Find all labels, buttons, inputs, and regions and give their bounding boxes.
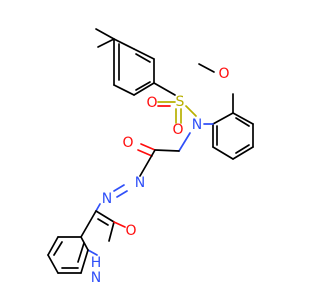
azo-indole-bond <box>95 203 101 212</box>
sulfonyl-oxygen-left-label: O <box>146 95 157 111</box>
s-n-bond <box>185 105 197 117</box>
sulfonyl-oxygen-bottom-label: O <box>172 122 183 138</box>
sulfonamide-nitrogen-label: N <box>192 117 202 133</box>
hydroxy-oxygen-label: O <box>125 223 136 239</box>
n-ch2-bond <box>178 132 191 152</box>
methoxy-oxygen-label: O <box>218 66 229 82</box>
hydroxy-bond <box>113 221 126 228</box>
carbonyl-double-bond <box>140 143 156 151</box>
indole-hydrogen-label: H <box>91 255 102 271</box>
ch2-carbonyl-bond <box>154 149 180 152</box>
carbonyl-oxygen-label: O <box>122 135 133 151</box>
methyl-bond <box>95 28 115 40</box>
tolyl-ring <box>97 38 155 96</box>
carbonyl-azo-bond <box>139 149 156 177</box>
azo-double-bond <box>113 184 125 192</box>
indole-nitrogen-label: N <box>91 270 101 286</box>
aryl-sulfur-bond <box>153 82 176 96</box>
azo-nitrogen-2-label: N <box>102 191 112 207</box>
methoxyphenyl-ring <box>212 112 254 160</box>
indole-ring <box>47 210 115 274</box>
sulfur-atom-label: S <box>176 94 185 110</box>
molecule-structure: S O O N O O N N O H N <box>47 28 254 286</box>
methoxy-methyl-bond <box>198 63 215 73</box>
azo-nitrogen-1-label: N <box>135 175 145 191</box>
